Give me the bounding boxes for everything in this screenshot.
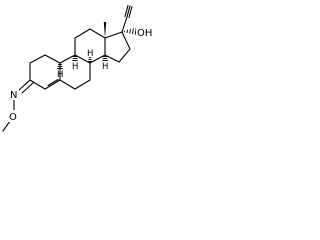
ethynyl-group	[121, 4, 133, 33]
h-c14-hash	[102, 56, 108, 61]
oxygen-label: O	[9, 112, 17, 123]
methoxime-group	[2, 79, 34, 132]
hydroxyl-hash-bond	[123, 27, 137, 35]
bond-c11-c12	[74, 28, 91, 39]
bond-c3-c4	[29, 79, 46, 90]
ring-c	[74, 28, 106, 64]
steroid-structure-diagram: OH N O H H H H	[2, 4, 153, 132]
bond-c16-c15	[118, 48, 131, 63]
bond-c4-c5	[44, 79, 61, 90]
bond-c5-c6	[59, 79, 76, 90]
h-c10-hash	[57, 64, 63, 69]
bond-c1-c2	[29, 54, 46, 64]
bond-c4-c5-double	[47, 78, 59, 87]
ring-a	[29, 54, 61, 90]
bond-c14-c8	[89, 54, 106, 64]
nitrogen-label: N	[10, 90, 17, 101]
bond-c9-c10	[59, 54, 76, 64]
triple-bond-left	[124, 4, 129, 18]
bond-c12-c13	[89, 28, 106, 39]
triple-bond-right	[128, 5, 133, 19]
h-c9-label: H	[72, 62, 78, 72]
h-c14-label: H	[102, 62, 108, 72]
triple-bond-center	[126, 5, 131, 18]
bond-o-methyl	[2, 120, 11, 132]
bond-c10-c1	[44, 54, 61, 64]
h-c8-hash	[88, 57, 92, 62]
ethynyl-bond	[121, 16, 128, 33]
methyl-wedge-bond	[103, 22, 107, 38]
ring-d	[104, 31, 131, 63]
bond-c13-c17	[104, 31, 123, 39]
bond-c3-n	[18, 79, 31, 91]
h-c9-hash	[72, 56, 78, 61]
h-c8-label: H	[87, 49, 93, 59]
hydroxyl-label: OH	[137, 28, 152, 39]
bond-c17-c16	[121, 31, 131, 50]
ring-b	[59, 54, 91, 90]
bond-c3-n-double	[21, 82, 34, 94]
bond-c15-c14	[104, 54, 120, 63]
h-c10-label: H	[57, 70, 63, 80]
bond-c6-c7	[74, 79, 91, 90]
bond-c8-c9	[74, 54, 91, 64]
